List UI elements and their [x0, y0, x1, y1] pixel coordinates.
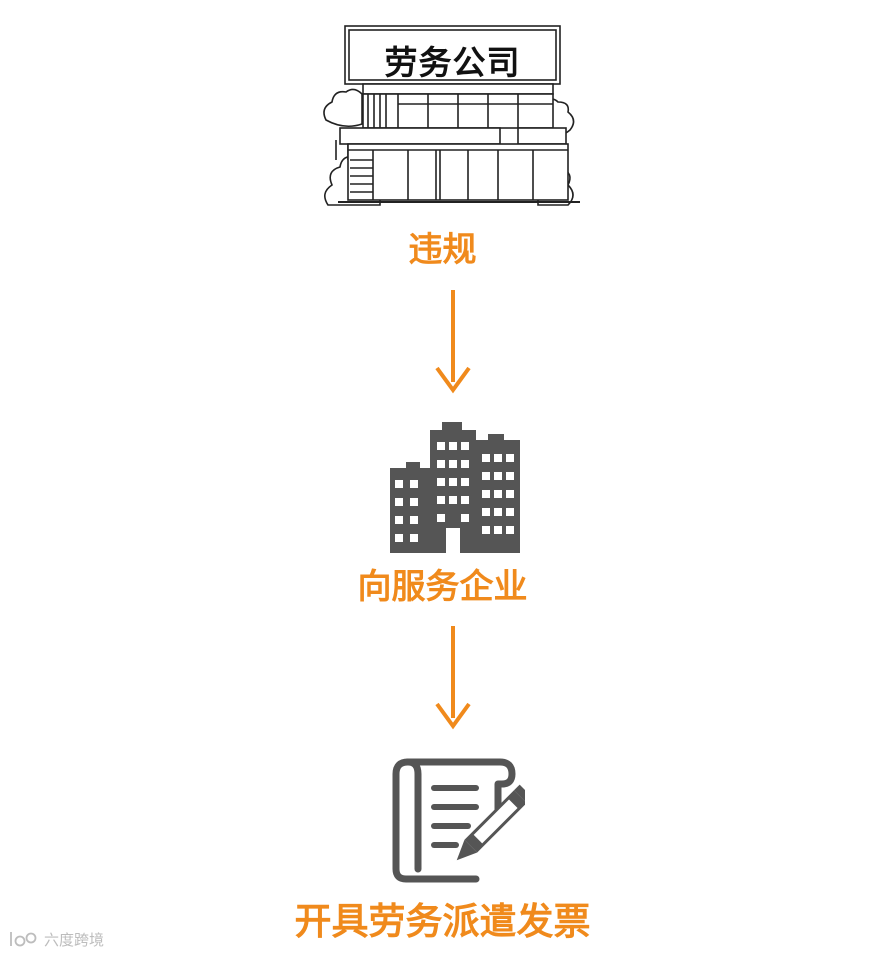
arrow-down-icon — [433, 626, 473, 731]
watermark-logo-icon — [8, 928, 38, 950]
step-label-service-company: 向服务企业 — [0, 562, 885, 612]
office-buildings-icon — [385, 420, 525, 555]
step-label-issue-invoice: 开具劳务派遣发票 — [0, 896, 885, 948]
step-label-violation: 违规 — [0, 226, 885, 274]
watermark-text: 六度跨境 — [44, 929, 104, 950]
watermark: 六度跨境 — [8, 928, 104, 950]
arrow-down-icon — [433, 290, 473, 395]
document-pen-icon — [390, 752, 525, 887]
company-sign-text: 劳务公司 — [345, 35, 560, 85]
